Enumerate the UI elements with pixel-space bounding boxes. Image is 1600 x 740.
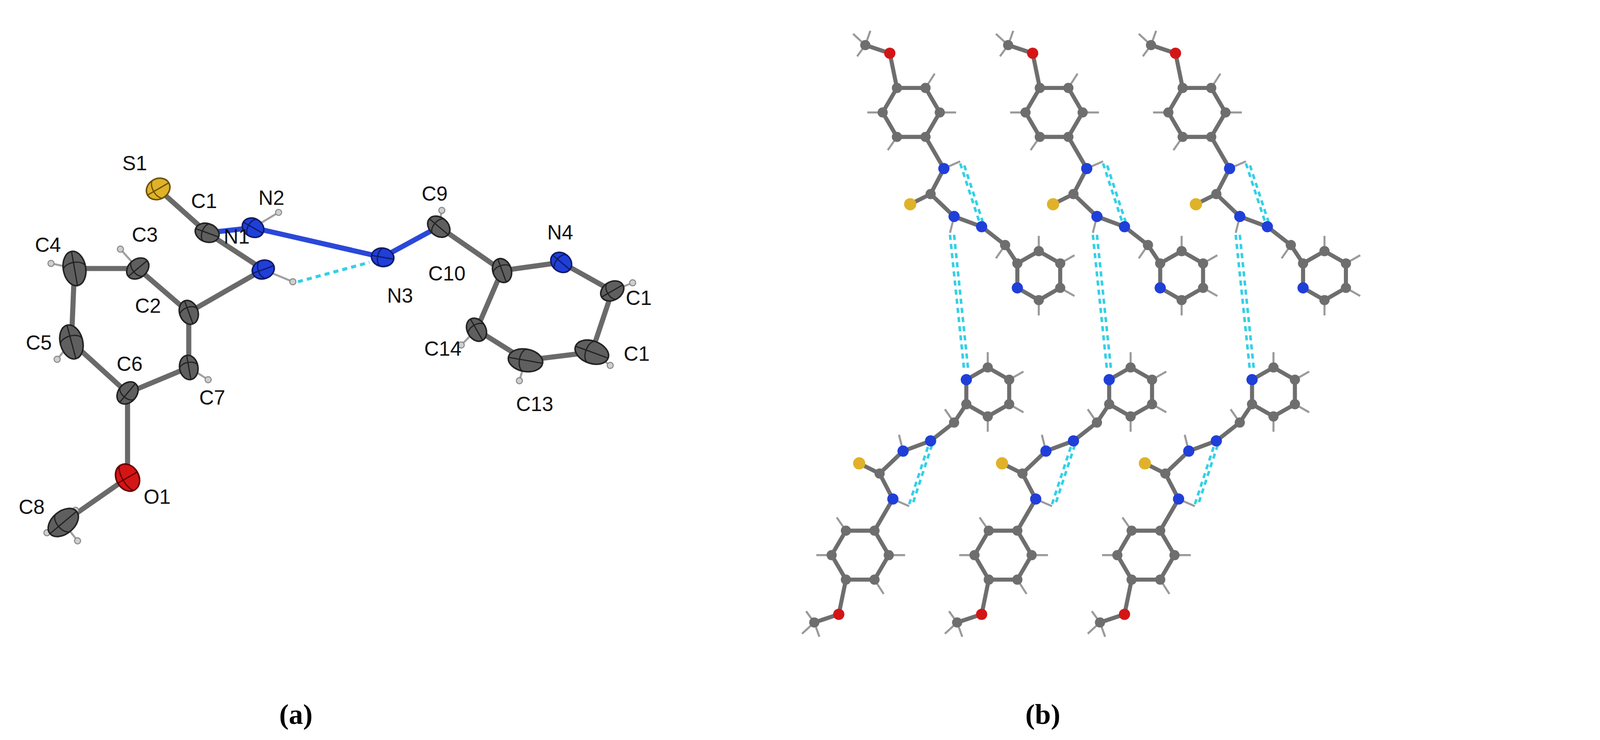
atom-label: C4 bbox=[35, 234, 61, 256]
atom-label: C2 bbox=[134, 295, 161, 317]
atom-label: C1 bbox=[625, 287, 652, 309]
atom-label: S1 bbox=[122, 153, 148, 174]
ortep-molecule bbox=[42, 173, 636, 545]
atom-label: C7 bbox=[199, 387, 226, 408]
atom-label: O1 bbox=[143, 486, 171, 508]
atom-label: C9 bbox=[421, 183, 448, 204]
atom-label: C5 bbox=[25, 332, 52, 354]
atom-label: N1 bbox=[223, 226, 250, 247]
atom-label: C13 bbox=[515, 394, 554, 415]
atom-label: C3 bbox=[131, 224, 158, 246]
atom-label: C10 bbox=[428, 263, 466, 284]
atom-label: N4 bbox=[547, 222, 574, 243]
crystal-packing bbox=[802, 30, 1361, 637]
atom-label: C1 bbox=[191, 191, 217, 212]
atom-label: N3 bbox=[387, 285, 414, 306]
atom-label: C8 bbox=[18, 497, 45, 518]
atom-label: C6 bbox=[116, 353, 143, 375]
panel-label: (b) bbox=[1025, 700, 1061, 729]
panel-label: (a) bbox=[279, 700, 313, 729]
atom-label: N2 bbox=[258, 187, 285, 209]
atom-label: C14 bbox=[424, 338, 462, 360]
atom-label: C1 bbox=[623, 343, 650, 365]
